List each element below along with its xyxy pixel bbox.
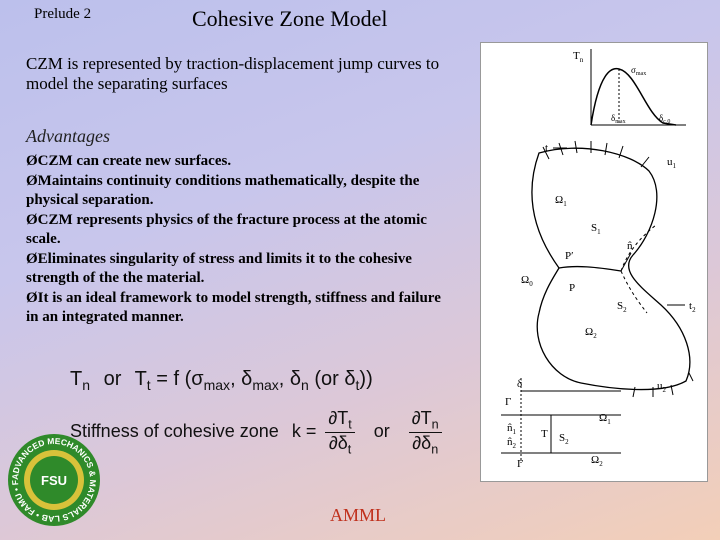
stiffness-equation: Stiffness of cohesive zone k = ∂Tt ∂δt o… [70, 408, 446, 456]
curve-axis-label: Tn [573, 50, 584, 64]
traction-equation: Tn or Tt = f (σmax, δmax, δn (or δt)) [70, 368, 373, 393]
traction-vector-2-label: t2 [689, 300, 696, 314]
delta-label: δ [517, 378, 522, 390]
omega2-label: Ω2 [585, 326, 597, 340]
advantage-item: ØCZM represents physics of the fracture … [26, 211, 427, 248]
arrow-bullet-icon: Ø [26, 289, 38, 306]
omega-right1-label: Ω1 [599, 412, 611, 426]
advantage-item: ØEliminates singularity of stress and li… [26, 250, 412, 287]
n2-label: n̂2 [507, 436, 517, 450]
s2-label: S2 [617, 300, 627, 314]
gamma-bottom-label: Γ [517, 458, 523, 470]
displacement-label-2: u2 [657, 380, 667, 394]
advantage-item: ØCZM can create new surfaces. [26, 153, 232, 169]
advantage-item: ØIt is an ideal framework to model stren… [26, 289, 441, 326]
p-prime-label: P′ [565, 250, 574, 262]
fraction-normal: ∂Tn ∂δn [408, 408, 442, 456]
traction-vector-label: t [545, 142, 548, 154]
advantages-heading: Advantages [26, 126, 110, 146]
n1-label: n̂1 [507, 422, 517, 436]
displacement-label-1: u1 [667, 156, 677, 170]
arrow-bullet-icon: Ø [26, 172, 38, 189]
arrow-bullet-icon: Ø [26, 153, 38, 169]
p-label: P [569, 282, 575, 294]
curve-peak-label: σmax [631, 65, 646, 77]
normal-vector-label: n̂ [627, 240, 633, 252]
advantage-item: ØMaintains continuity conditions mathema… [26, 172, 420, 209]
fraction-tangential: ∂Tt ∂δt [325, 408, 355, 456]
omega0-label: Ω0 [521, 274, 533, 288]
prelude-label: Prelude 2 [34, 6, 92, 22]
omega-right2-label: Ω2 [591, 454, 603, 468]
s-small-label: S2 [559, 432, 569, 446]
intro-text: CZM is represented by traction-displacem… [26, 54, 440, 93]
arrow-bullet-icon: Ø [26, 250, 38, 267]
t-small-label: T [541, 428, 548, 440]
amml-logo: ADVANCED MECHANICS & MATERIALS LAB • FAM… [6, 432, 100, 526]
czm-figure: Tn σmax δmax δc,0 t u1 Ω1 S1 [480, 42, 708, 482]
slide-title: Cohesive Zone Model [192, 6, 388, 31]
gamma-top-label: Γ [505, 396, 511, 408]
curve-delta-max-label: δmax [611, 113, 626, 125]
svg-text:FSU: FSU [41, 473, 67, 488]
footer-amml: AMML [330, 505, 387, 525]
advantages-list: ØCZM can create new surfaces. ØMaintains… [26, 152, 446, 328]
curve-delta-c-label: δc,0 [659, 113, 670, 125]
s1-label: S1 [591, 222, 601, 236]
omega1-label: Ω1 [555, 194, 567, 208]
arrow-bullet-icon: Ø [26, 211, 38, 228]
